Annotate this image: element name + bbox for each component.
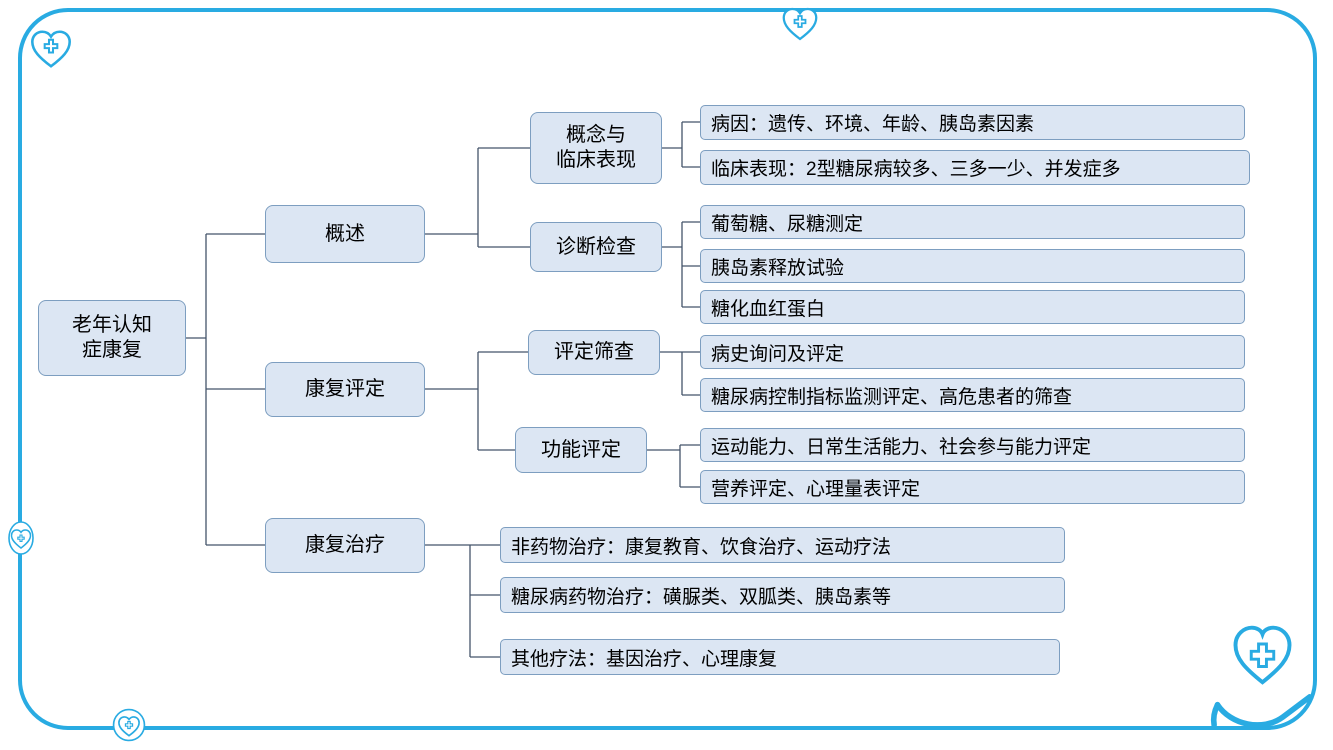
heart-cross-icon-bottom-left (112, 708, 146, 742)
leaf-non-drug-therapy: 非药物治疗：康复教育、饮食治疗、运动疗法 (500, 527, 1065, 563)
heart-cross-icon-left-middle (8, 521, 34, 555)
leaf-etiology: 病因：遗传、环境、年龄、胰岛素因素 (700, 105, 1245, 140)
leaf-other-therapy: 其他疗法：基因治疗、心理康复 (500, 639, 1060, 675)
leaf-control-index-screening: 糖尿病控制指标监测评定、高危患者的筛查 (700, 378, 1245, 412)
leaf-insulin-release-test: 胰岛素释放试验 (700, 249, 1245, 283)
leaf-history-assessment: 病史询问及评定 (700, 335, 1245, 369)
hand-heart-icon-bottom-right (1210, 625, 1313, 728)
node-function-assessment: 功能评定 (515, 427, 647, 473)
leaf-glucose-test: 葡萄糖、尿糖测定 (700, 205, 1245, 239)
heart-cross-icon-top-center (782, 7, 818, 41)
node-rehab-treatment: 康复治疗 (265, 518, 425, 573)
node-rehab-assessment: 康复评定 (265, 362, 425, 417)
node-diagnostic-exam: 诊断检查 (530, 222, 662, 272)
heart-cross-icon-top-left (31, 30, 71, 68)
node-concept-clinical: 概念与 临床表现 (530, 112, 662, 184)
leaf-clinical-manifestation: 临床表现：2型糖尿病较多、三多一少、并发症多 (700, 150, 1250, 185)
node-overview: 概述 (265, 205, 425, 263)
leaf-hba1c: 糖化血红蛋白 (700, 290, 1245, 324)
leaf-nutrition-psychology: 营养评定、心理量表评定 (700, 470, 1245, 504)
leaf-ability-assessment: 运动能力、日常生活能力、社会参与能力评定 (700, 428, 1245, 462)
node-assessment-screening: 评定筛查 (528, 330, 660, 375)
leaf-drug-therapy: 糖尿病药物治疗：磺脲类、双胍类、胰岛素等 (500, 577, 1065, 613)
node-root: 老年认知 症康复 (38, 300, 186, 376)
